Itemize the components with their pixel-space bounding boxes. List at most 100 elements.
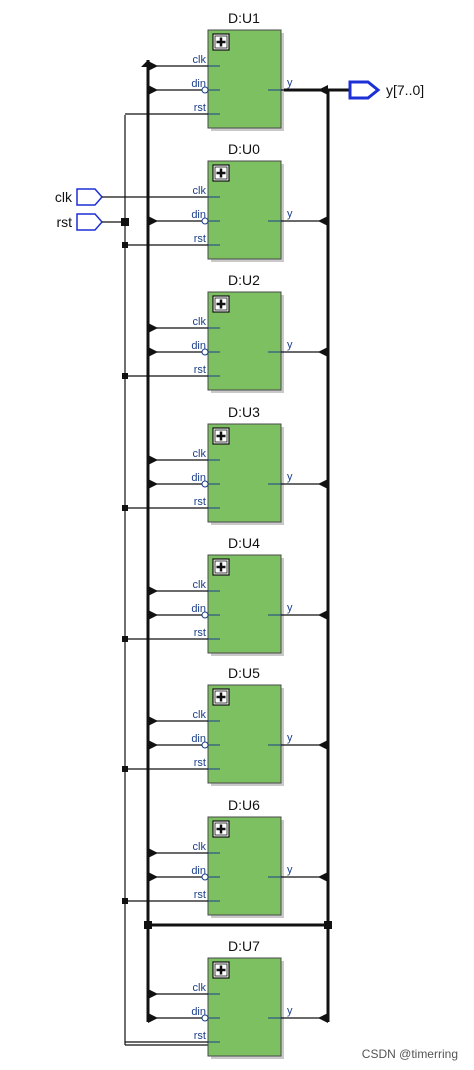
block-title: D:U4 (228, 535, 260, 551)
output-wire (281, 610, 328, 620)
port-clk[interactable]: clk (193, 709, 220, 722)
output-wire (281, 872, 328, 882)
port-label-din: din (191, 865, 206, 877)
port-din[interactable]: din (191, 1006, 220, 1022)
output-wire (281, 85, 328, 95)
port-rst[interactable]: rst (194, 233, 220, 246)
port-din[interactable]: din (191, 733, 220, 749)
port-label-rst: rst (194, 757, 206, 769)
bus-end-marker (141, 60, 155, 67)
port-label-din: din (191, 1006, 206, 1018)
port-label-clk: clk (193, 579, 207, 591)
port-clk[interactable]: clk (193, 841, 220, 854)
input-wires (122, 716, 208, 772)
port-y[interactable]: y (268, 602, 293, 616)
expand-icon[interactable] (212, 820, 230, 838)
block-u6[interactable]: D:U6 clk din rst y (122, 797, 328, 918)
block-u0[interactable]: D:U0 clk din rst y (122, 141, 328, 262)
port-label-y: y (287, 77, 293, 89)
port-label-clk: clk (193, 448, 207, 460)
port-din[interactable]: din (191, 209, 220, 225)
port-clk[interactable]: clk (193, 54, 220, 67)
input-port-rst[interactable]: rst (56, 213, 125, 231)
block-title: D:U0 (228, 141, 260, 157)
port-y[interactable]: y (268, 1005, 293, 1019)
expand-icon[interactable] (212, 164, 230, 182)
port-rst[interactable]: rst (194, 364, 220, 377)
port-label-din: din (191, 472, 206, 484)
bus-junction (324, 921, 332, 929)
watermark: CSDN @timerring (362, 1047, 458, 1061)
invert-bubble (201, 741, 209, 749)
bus-junction (144, 921, 152, 929)
expand-icon[interactable] (212, 961, 230, 979)
output-wire (281, 347, 328, 357)
block-u1[interactable]: D:U1 clk din rst y (125, 10, 328, 131)
block-title: D:U1 (228, 10, 260, 26)
port-clk[interactable]: clk (193, 316, 220, 329)
expand-icon[interactable] (212, 688, 230, 706)
invert-bubble (201, 480, 209, 488)
port-label-din: din (191, 78, 206, 90)
output-y-label: y[7..0] (386, 82, 424, 98)
port-clk[interactable]: clk (193, 982, 220, 995)
port-rst[interactable]: rst (194, 496, 220, 509)
port-rst[interactable]: rst (194, 889, 220, 902)
port-rst[interactable]: rst (194, 1030, 220, 1043)
port-label-clk: clk (193, 982, 207, 994)
block-title: D:U6 (228, 797, 260, 813)
port-y[interactable]: y (268, 77, 293, 91)
port-label-clk: clk (193, 185, 207, 197)
invert-bubble (201, 873, 209, 881)
output-wire (281, 216, 328, 226)
port-label-y: y (287, 1005, 293, 1017)
output-port-y[interactable]: y[7..0] (348, 80, 424, 100)
port-y[interactable]: y (268, 208, 293, 222)
input-wires (125, 989, 208, 1043)
expand-icon[interactable] (212, 558, 230, 576)
expand-icon[interactable] (212, 33, 230, 51)
port-label-rst: rst (194, 233, 206, 245)
expand-icon[interactable] (212, 295, 230, 313)
expand-icon[interactable] (212, 427, 230, 445)
port-rst[interactable]: rst (194, 102, 220, 115)
port-y[interactable]: y (268, 732, 293, 746)
port-label-y: y (287, 732, 293, 744)
port-label-din: din (191, 733, 206, 745)
port-din[interactable]: din (191, 865, 220, 881)
port-label-y: y (287, 602, 293, 614)
input-clk-label: clk (55, 189, 73, 205)
port-y[interactable]: y (268, 339, 293, 353)
port-y[interactable]: y (268, 864, 293, 878)
port-label-din: din (191, 340, 206, 352)
bus-junction (121, 218, 129, 226)
port-clk[interactable]: clk (193, 448, 220, 461)
port-rst[interactable]: rst (194, 757, 220, 770)
input-wires (122, 216, 208, 248)
port-label-rst: rst (194, 1030, 206, 1042)
junction-dot (122, 242, 128, 248)
block-u7[interactable]: D:U7 clk din rst y (125, 938, 328, 1059)
junction-dot (122, 505, 128, 511)
port-label-rst: rst (194, 496, 206, 508)
port-clk[interactable]: clk (193, 185, 220, 198)
invert-bubble (201, 611, 209, 619)
port-label-din: din (191, 209, 206, 221)
input-port-clk[interactable]: clk (55, 188, 210, 206)
invert-bubble (201, 86, 209, 94)
port-y[interactable]: y (268, 471, 293, 485)
block-title: D:U7 (228, 938, 260, 954)
port-din[interactable]: din (191, 472, 220, 488)
port-clk[interactable]: clk (193, 579, 220, 592)
port-rst[interactable]: rst (194, 627, 220, 640)
junction-dot (122, 898, 128, 904)
junction-dot (122, 636, 128, 642)
junction-dot (122, 373, 128, 379)
port-label-clk: clk (193, 841, 207, 853)
port-label-y: y (287, 864, 293, 876)
